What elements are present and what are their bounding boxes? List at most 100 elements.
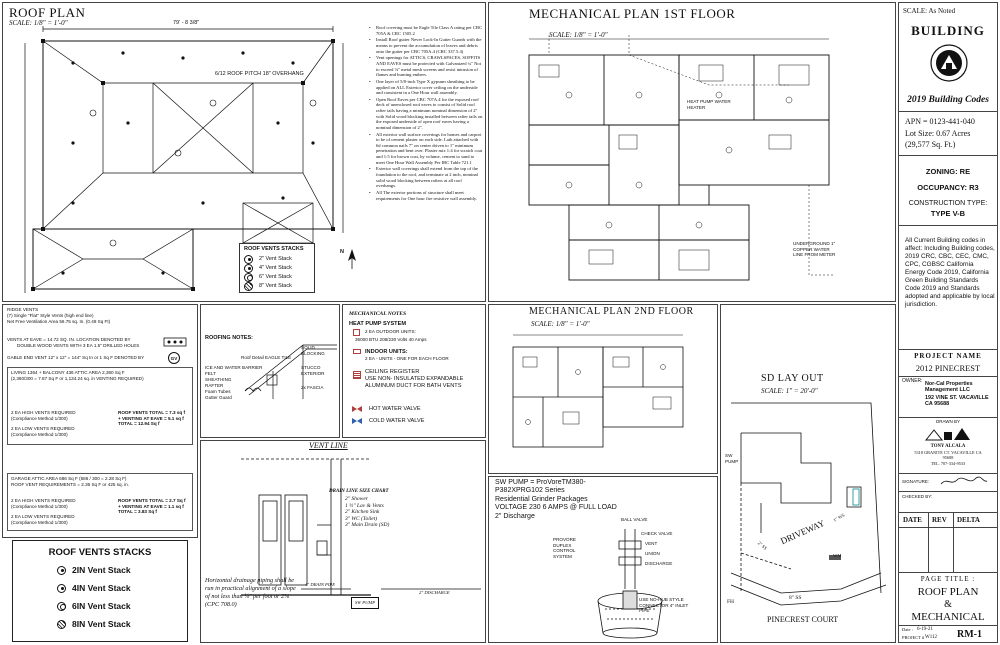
designer-tel: TEL. 707-334-9533	[930, 461, 966, 466]
heat-pump-water-heater-label: HEAT PUMP WATER HEATER	[687, 99, 731, 110]
eave-vents-line: VENTS AT EAVE = 14.72 SQ. IN. LOCATION D…	[7, 337, 131, 342]
project-no: W112	[925, 635, 938, 640]
title-codes-paragraph: All Current Building codes in affect: In…	[905, 237, 995, 308]
roof-pitch-label: 6/12 ROOF PITCH 18" OVERHANG	[215, 71, 304, 77]
title-scale: SCALE: As Noted	[903, 7, 956, 15]
indoor-unit-symbol	[353, 349, 361, 354]
title-divider	[899, 155, 997, 156]
big-legend-item: 2IN Vent Stack	[57, 565, 131, 575]
roofing-label: RAFTER	[205, 383, 224, 388]
big-legend-item: 4IN Vent Stack	[57, 583, 131, 593]
rev-header-date: DATE	[903, 516, 922, 524]
drain-pipe-line	[301, 588, 481, 590]
date-label: Date :	[902, 627, 913, 632]
grinder-label: PROVORE DUPLEX CONTROL SYSTEM	[553, 537, 576, 559]
grinder-spec-line: P382XPRG102 Series	[495, 487, 565, 495]
title-construction-value: TYPE V-B	[930, 209, 966, 218]
big-legend-label: 8IN Vent Stack	[72, 619, 131, 629]
living-vent-box: LIVING 1364 + BALCONY 436 ATTIC AREA 2,3…	[7, 367, 193, 445]
underground-water-line-label: UNDERGROUND 1" COPPER WATER LINE FROM ME…	[793, 241, 836, 258]
grinder-label: USE NO-HUB STYLE CONNECTOR 4" INLET PIPE	[639, 597, 689, 614]
mech-2nd-title: MECHANICAL PLAN 2ND FLOOR	[529, 306, 694, 317]
drawn-by-label: DRAWN BY	[935, 419, 961, 424]
roof-notes-list: Roof covering must be Eagle Tile Class A…	[369, 25, 483, 202]
cold-water-valve-icon	[352, 418, 362, 424]
project-name: 2012 PINECREST	[915, 363, 981, 373]
living-roof-total: ROOF VENTS TOTAL = 7.3 sq f + VENTING AT…	[118, 410, 186, 427]
garage-roof-total: ROOF VENTS TOTAL = 2.7 Sq f + VENTING AT…	[118, 498, 186, 515]
roof-plan-legend-label: 8" Vent Stack	[259, 282, 292, 289]
sd-ss-label-2: 8" SS	[789, 595, 802, 601]
drain-chart-row: 3" WC (Toilet)	[345, 515, 378, 522]
grinder-spec-line: VOLTAGE 230 6 AMPS @ FULL LOAD	[495, 504, 617, 512]
roofing-label: Roof Detail EAGLE TILE	[241, 355, 292, 360]
title-firm: BUILDING	[911, 23, 985, 38]
vent-2in-icon	[244, 254, 253, 264]
slope-note: Horizontal drainage piping shall be run …	[205, 577, 296, 608]
indoor-units-line: 2 EA - UNITS - ONE FOR EACH FLOOR	[365, 356, 449, 361]
roofing-label: 2x FASCIA	[301, 385, 324, 390]
vent-line-drawing	[241, 458, 371, 596]
title-divider	[899, 527, 997, 528]
title-apn: APN = 0123-441-040	[905, 117, 975, 126]
grinder-specs: SW PUMP = ProVoreTM380- P382XPRG102 Seri…	[495, 479, 645, 521]
garage-low-vents: 2 EA LOW VENTS REQUIRED (Compliance Meth…	[11, 514, 75, 525]
ceiling-register-title: CEILING REGISTER	[365, 369, 420, 375]
roof-note: One layer of 5/8-inch Type X gypsum shea…	[369, 79, 483, 96]
roof-plan-legend: ROOF VENTS STACKS 2" Vent Stack 4" Vent …	[239, 243, 315, 293]
vent-calc-panel: RIDGE VENTS (7) Single "Flat" Style Vent…	[2, 304, 198, 538]
roof-plan-legend-item: 6" Vent Stack	[244, 272, 310, 282]
title-lot-size: Lot Size: 0.67 Acres	[905, 129, 971, 138]
garage-vent-summary: GARAGE ATTIC AREA 686 Sq F (686 / 300 = …	[11, 476, 129, 487]
title-divider	[899, 625, 997, 626]
ridge-vents-title: RIDGE VENTS	[7, 307, 39, 312]
roofing-notes-title: ROOFING NOTES:	[205, 335, 253, 341]
title-divider	[899, 376, 997, 377]
drain-chart-row: 1 ½" Lav & Vents	[345, 502, 384, 509]
drain-pipe-label: 4" DRAIN PIPE	[305, 582, 335, 587]
roof-plan-dimension: 79' - 8 3/8"	[173, 20, 200, 26]
roofing-label: STUCCO EXTERIOR	[301, 365, 325, 376]
discharge-label: 2" DISCHARGE	[419, 590, 450, 595]
title-divider	[899, 491, 997, 492]
rev-header-delta: DELTA	[957, 516, 980, 524]
sd-layout-panel: SD LAY OUT SCALE: 1" = 20'-0" SW PUMP DR…	[720, 304, 896, 643]
roofing-label: FELT	[205, 371, 216, 376]
title-divider	[899, 417, 997, 418]
big-legend-title: ROOF VENTS STACKS	[48, 547, 152, 558]
grinder-label: BALL VALVE	[621, 517, 648, 522]
vent-4in-icon	[57, 583, 66, 593]
roof-plan-legend-label: 2" Vent Stack	[259, 255, 292, 262]
roof-note: Install Roof gutter Never Lock-In Gutter…	[369, 37, 483, 54]
page-title-amp: &	[944, 599, 952, 610]
date-value: 6-19-21	[917, 627, 933, 632]
grinder-label: VENT	[645, 541, 658, 546]
title-block: SCALE: As Noted BUILDING 2019 Building C…	[898, 2, 998, 643]
roof-vents-stacks-legend: ROOF VENTS STACKS 2IN Vent Stack 4IN Ven…	[12, 540, 188, 642]
gable-vent-badge: GV	[168, 352, 180, 364]
signature-label: SIGNATURE:	[902, 479, 930, 484]
vent-6in-icon	[244, 272, 253, 282]
roof-plan-title: ROOF PLAN	[9, 5, 86, 20]
firm-logo-icon	[930, 44, 968, 82]
roof-plan-legend-item: 8" Vent Stack	[244, 281, 310, 291]
vent-6in-icon	[57, 601, 66, 611]
owner-label: OWNER:	[902, 378, 923, 384]
hot-water-valve-label: HOT WATER VALVE	[369, 406, 421, 412]
big-legend-item: 8IN Vent Stack	[57, 619, 131, 629]
roofing-label: SOLID BLOCKING	[301, 345, 325, 356]
drain-chart-row: 2" Shower	[345, 496, 368, 502]
title-divider	[899, 111, 997, 112]
drain-chart: DRAIN LINE SIZE CHART 2" Shower 1 ½" Lav…	[329, 489, 409, 529]
grinder-label: CHECK VALVE	[641, 531, 673, 536]
grinder-pump-drawing	[597, 529, 663, 639]
sd-fh-label: FH	[727, 599, 735, 605]
indoor-units-title: INDOOR UNITS:	[365, 349, 408, 355]
roofing-label: SHEATHING	[205, 377, 232, 382]
gable-vent-line: GABLE END VENT 12" x 12" = 144" Sq In or…	[7, 355, 145, 360]
eave-vent-symbol-icon	[163, 337, 187, 347]
roof-plan-drawing	[24, 26, 344, 293]
sd-layout-drawing	[730, 402, 887, 606]
page-title-label: PAGE TITLE :	[920, 575, 976, 583]
high-vents-required: 2 EA HIGH VENTS REQUIRED (Compliance Met…	[11, 410, 76, 421]
